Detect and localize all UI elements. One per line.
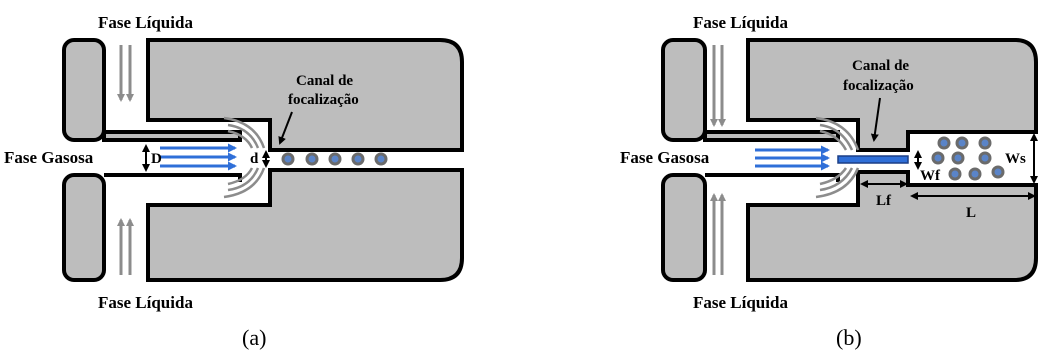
dim-Ws-label: Ws (1005, 151, 1026, 167)
channel-label-a-2: focalização (288, 92, 359, 108)
gas-thread-b (837, 155, 909, 164)
bottom-label-b: Fase Líquida (693, 293, 788, 312)
top-label-b: Fase Líquida (693, 13, 788, 32)
panel-b: Wf Lf L Ws Canal de focalização Fase Líq… (620, 13, 1038, 350)
dim-D-label: D (151, 151, 162, 167)
bubble (328, 152, 342, 166)
bottom-label-a: Fase Líquida (98, 293, 193, 312)
channel-pointer-b (870, 97, 881, 142)
bubble (948, 167, 962, 181)
dim-L-label: L (966, 205, 976, 221)
dim-Wf-label: Wf (920, 168, 941, 184)
bubble (978, 136, 992, 150)
bubble (951, 151, 965, 165)
bubbles-b (931, 136, 1005, 181)
caption-b: (b) (836, 325, 862, 350)
channel-label-b-2: focalização (843, 78, 914, 94)
dim-Lf-label: Lf (876, 193, 892, 209)
liquid-curves-a (223, 116, 266, 199)
channel-pointer-a (278, 111, 293, 145)
bubble (305, 152, 319, 166)
wall-top-left-b (661, 38, 707, 142)
wall-top-right-a (146, 38, 464, 152)
left-label-b: Fase Gasosa (620, 148, 710, 167)
panel-a: D d Canal de focalização Fase Líquida Fa… (4, 13, 464, 350)
nozzle-top-b (703, 130, 840, 142)
liquid-curves-b (815, 116, 860, 199)
top-label-a: Fase Líquida (98, 13, 193, 32)
bubble (991, 165, 1005, 179)
caption-a: (a) (242, 325, 266, 350)
wall-top-left-a (62, 38, 106, 142)
wall-bottom-left-b (661, 173, 707, 282)
left-label-a: Fase Gasosa (4, 148, 94, 167)
bubble (351, 152, 365, 166)
bubble (937, 136, 951, 150)
wall-bottom-right-a (146, 168, 464, 282)
bubble (931, 151, 945, 165)
bubble (955, 136, 969, 150)
channel-label-a-1: Canal de (296, 73, 353, 89)
dim-d-label: d (250, 151, 259, 167)
nozzle-outline-bottom-b (705, 173, 840, 182)
bubble (281, 152, 295, 166)
wall-bottom-right-b (746, 170, 1038, 282)
channel-label-b-1: Canal de (852, 58, 909, 74)
nozzle-outline-bottom-a (104, 173, 242, 182)
bubbles-a (281, 152, 388, 166)
bubble (968, 167, 982, 181)
bubble (978, 151, 992, 165)
wall-bottom-left-a (62, 173, 106, 282)
bubble (374, 152, 388, 166)
